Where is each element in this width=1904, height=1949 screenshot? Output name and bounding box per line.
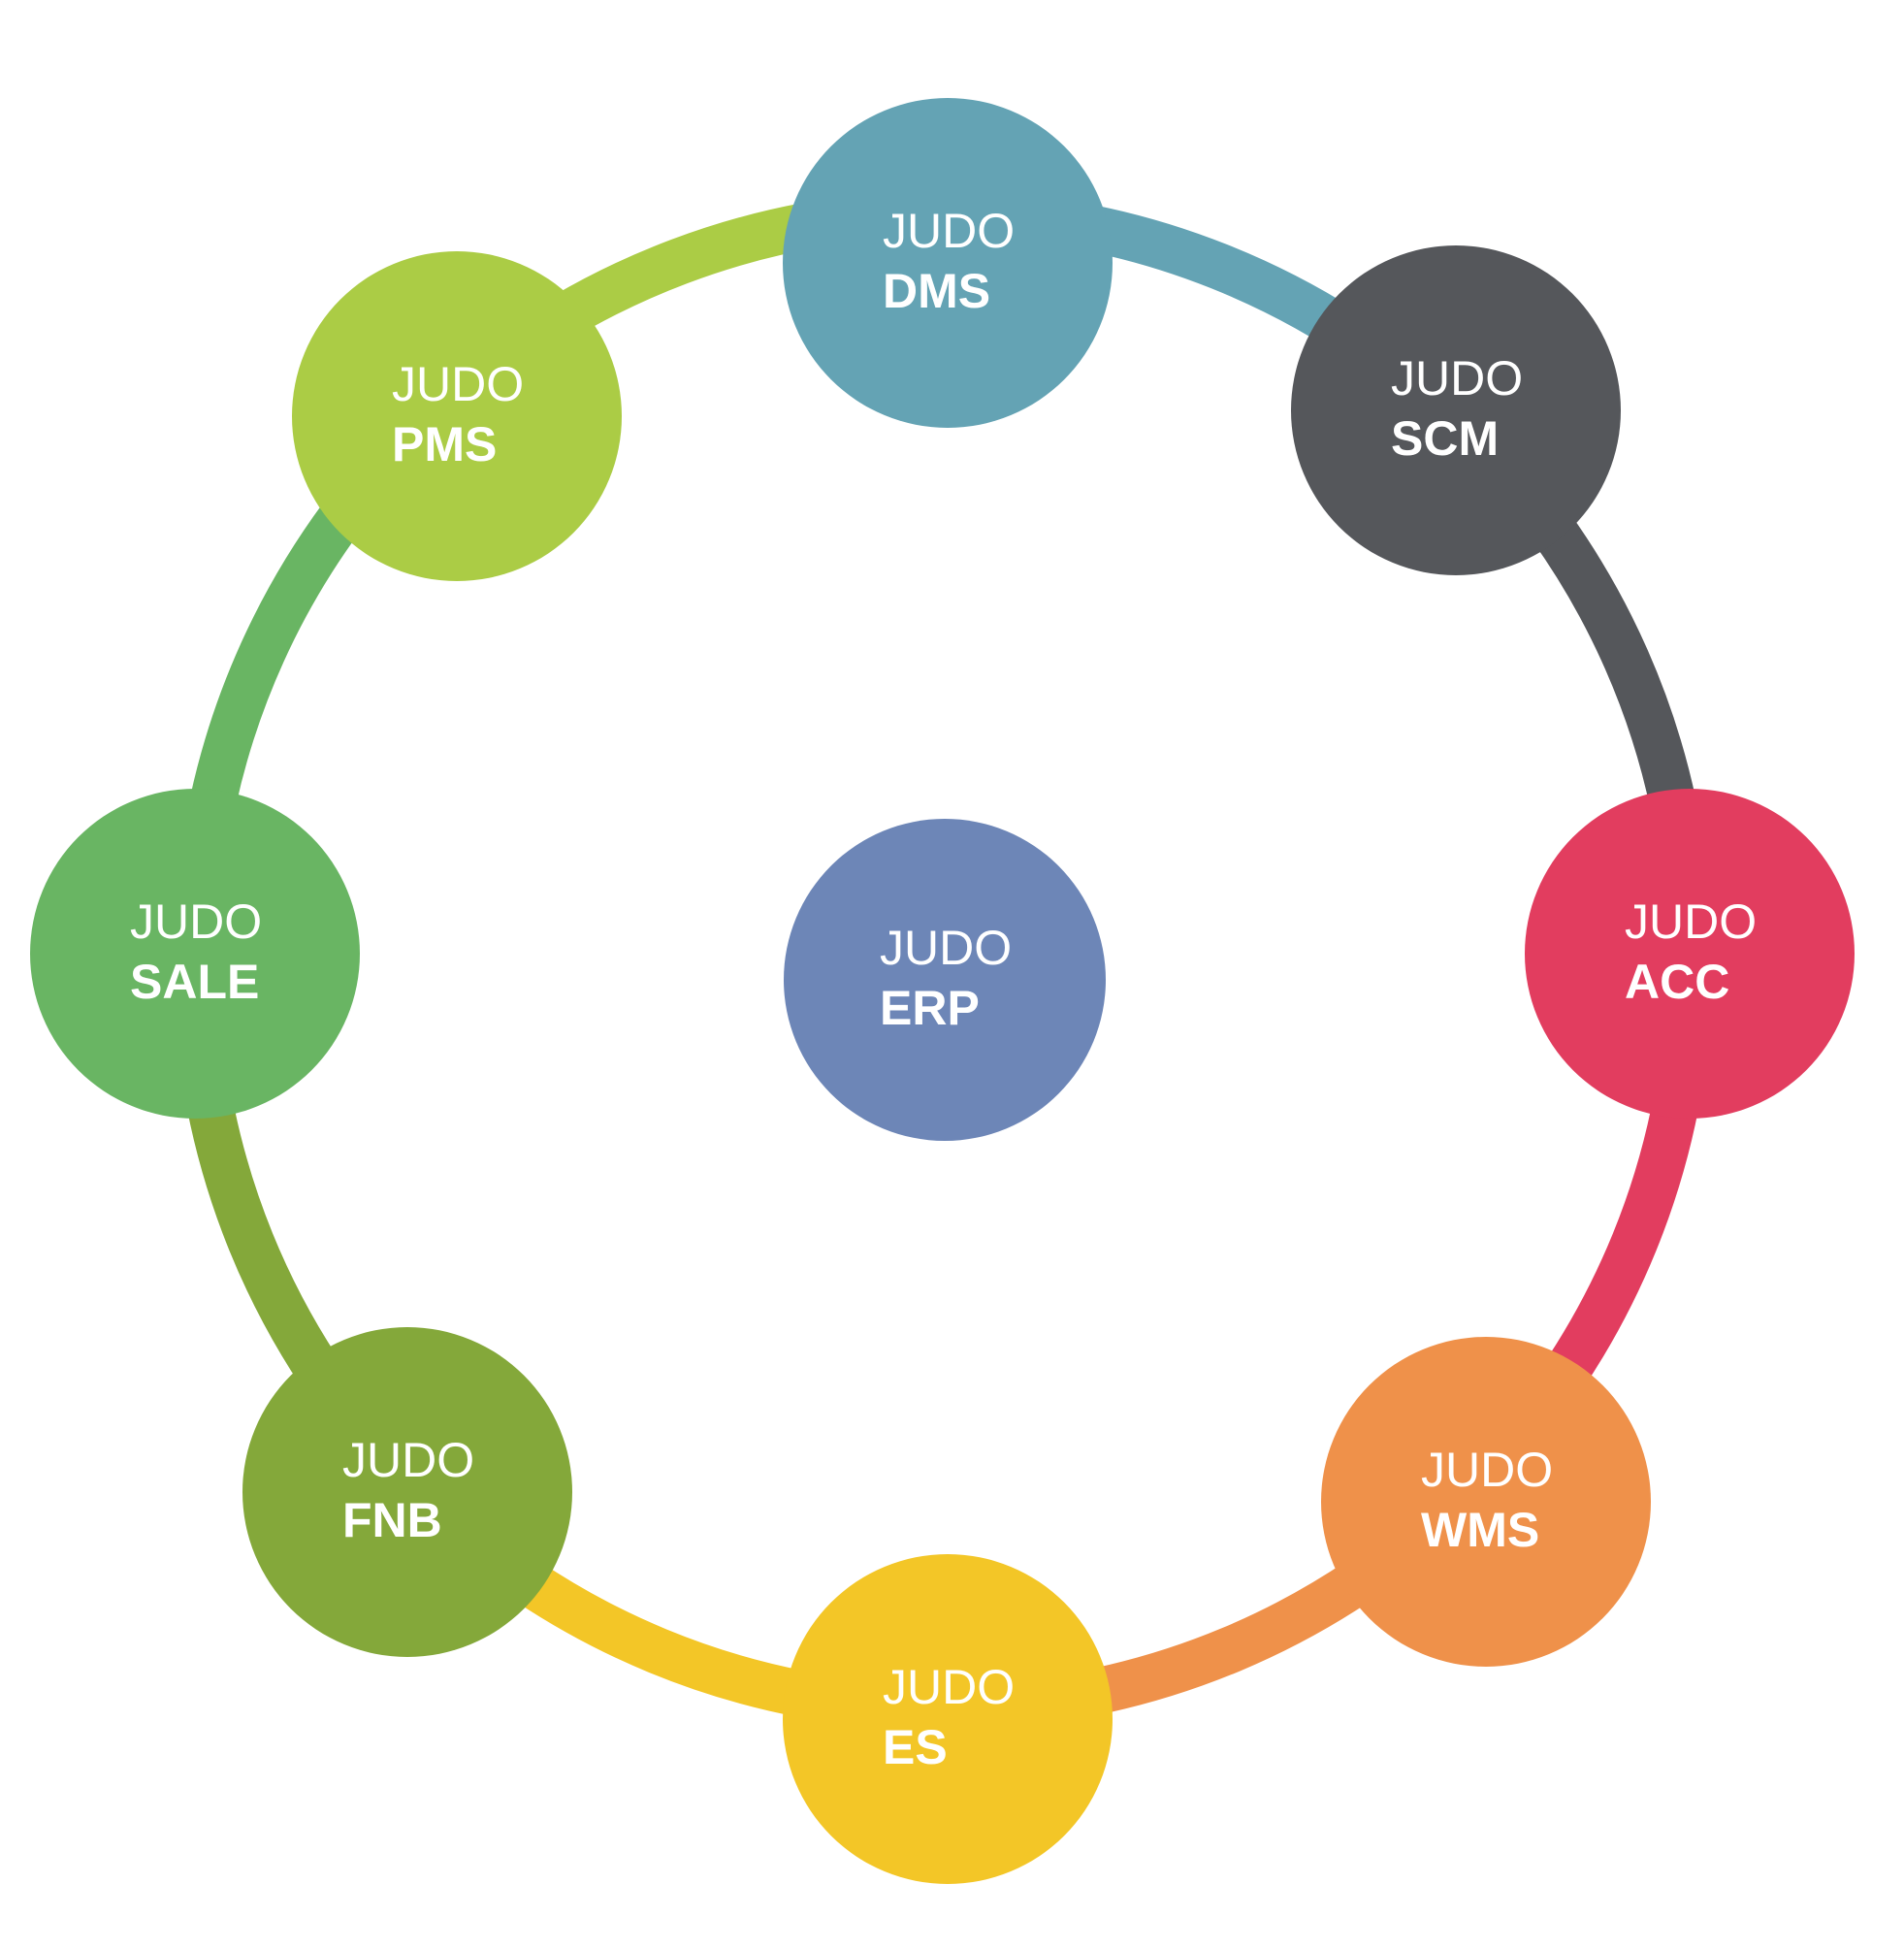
node-dms-circle (783, 98, 1113, 428)
node-pms[interactable]: JUDO PMS (292, 251, 622, 581)
node-fnb-label-top: JUDO (342, 1433, 474, 1487)
node-fnb-label-bottom: FNB (342, 1493, 442, 1547)
node-sale-circle (30, 789, 360, 1119)
node-pms-label-bottom: PMS (392, 417, 497, 471)
node-erp[interactable]: JUDO ERP (784, 819, 1106, 1141)
node-dms-label-bottom: DMS (883, 264, 990, 318)
node-pms-label-top: JUDO (392, 357, 524, 411)
node-fnb[interactable]: JUDO FNB (242, 1327, 572, 1657)
node-es-circle (783, 1554, 1113, 1884)
node-wms[interactable]: JUDO WMS (1321, 1337, 1651, 1667)
center-node: JUDO ERP (784, 819, 1106, 1141)
node-wms-circle (1321, 1337, 1651, 1667)
node-es-label-bottom: ES (883, 1720, 948, 1774)
node-erp-label-bottom: ERP (880, 981, 980, 1035)
node-sale[interactable]: JUDO SALE (30, 789, 360, 1119)
node-acc-label-top: JUDO (1625, 894, 1757, 949)
node-wms-label-top: JUDO (1421, 1443, 1553, 1497)
node-dms[interactable]: JUDO DMS (783, 98, 1113, 428)
node-fnb-circle (242, 1327, 572, 1657)
node-pms-circle (292, 251, 622, 581)
node-es[interactable]: JUDO ES (783, 1554, 1113, 1884)
node-acc-circle (1525, 789, 1855, 1119)
node-es-label-top: JUDO (883, 1660, 1015, 1714)
ring-nodes: JUDODMSJUDOSCMJUDOACCJUDOWMSJUDOESJUDOFN… (30, 98, 1855, 1884)
node-sale-label-bottom: SALE (130, 955, 259, 1009)
node-scm-label-bottom: SCM (1391, 411, 1499, 466)
node-scm-circle (1291, 245, 1621, 575)
node-dms-label-top: JUDO (883, 204, 1015, 258)
node-acc[interactable]: JUDO ACC (1525, 789, 1855, 1119)
node-acc-label-bottom: ACC (1625, 955, 1729, 1009)
node-erp-label-top: JUDO (880, 921, 1012, 975)
node-erp-circle (784, 819, 1106, 1141)
node-wms-label-bottom: WMS (1421, 1503, 1539, 1557)
node-sale-label-top: JUDO (130, 894, 262, 949)
node-scm-label-top: JUDO (1391, 351, 1523, 406)
